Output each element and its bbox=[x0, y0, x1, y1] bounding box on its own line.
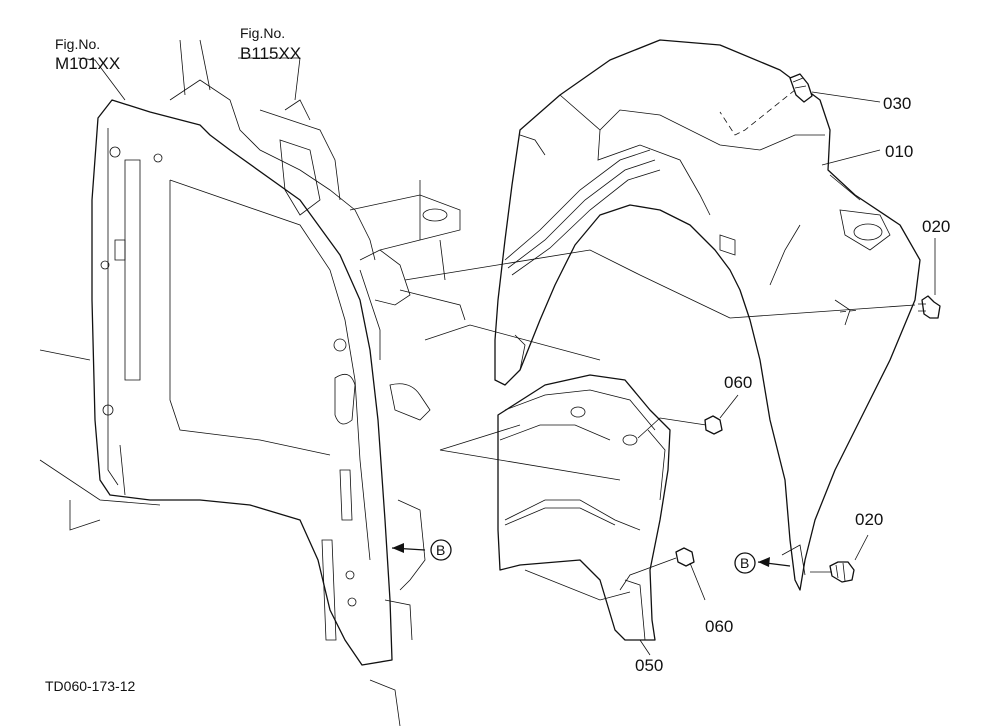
view-marker-letter-left: B bbox=[436, 542, 445, 558]
part-label-060-upper: 060 bbox=[724, 373, 752, 392]
part-label-020-upper: 020 bbox=[922, 217, 950, 236]
bolt-060-lower bbox=[675, 547, 695, 567]
part-label-030: 030 bbox=[883, 94, 911, 113]
part-label-060-lower: 060 bbox=[705, 617, 733, 636]
view-marker-arrow-left bbox=[391, 543, 426, 553]
part-label-020-lower: 020 bbox=[855, 510, 883, 529]
linkage-parts bbox=[169, 39, 466, 421]
bolt-020-upper bbox=[918, 295, 941, 319]
fig-ref-title-2: Fig.No. bbox=[240, 25, 285, 41]
part-label-050: 050 bbox=[635, 656, 663, 675]
view-marker-circle-left bbox=[430, 539, 452, 561]
fig-ref-title-1: Fig.No. bbox=[55, 36, 100, 52]
cover-050 bbox=[497, 374, 671, 641]
view-marker-arrow-right bbox=[757, 557, 791, 567]
leader-lines bbox=[77, 57, 936, 656]
bolt-030 bbox=[789, 73, 813, 103]
fig-ref-code-2: B115XX bbox=[240, 44, 301, 63]
frame-panel bbox=[39, 99, 426, 726]
drawing-code: TD060-173-12 bbox=[45, 678, 135, 694]
part-label-010: 010 bbox=[885, 142, 913, 161]
fig-ref-code-1: M101XX bbox=[55, 54, 120, 73]
view-marker-letter-right: B bbox=[740, 555, 749, 571]
bolt-060-upper bbox=[704, 415, 723, 435]
cover-010 bbox=[494, 39, 921, 591]
view-marker-circle-right bbox=[734, 552, 756, 574]
bolt-020-lower bbox=[829, 561, 855, 583]
